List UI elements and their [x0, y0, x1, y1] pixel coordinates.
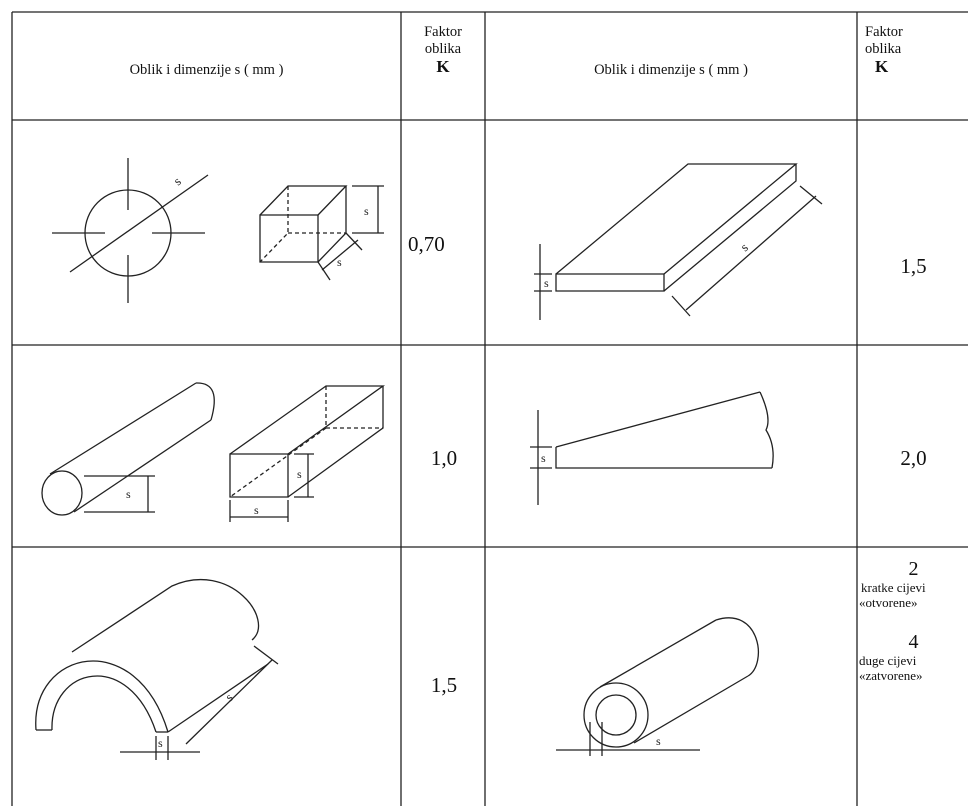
dim-label-s: s — [541, 451, 546, 465]
note-closed: «zatvorene» — [859, 667, 923, 683]
factor-value: 1,5 — [430, 673, 458, 697]
factor-value: 0,70 — [408, 232, 445, 256]
dim-label-s: s — [544, 276, 549, 290]
dim-label-s: s — [126, 487, 131, 501]
factor-value: 1,5 — [900, 254, 927, 278]
header-factor-symbol: K — [436, 57, 450, 77]
header-factor-symbol: K — [875, 57, 889, 77]
note-open: «otvorene» — [859, 594, 918, 610]
half-pipe-drawing: s s — [35, 579, 279, 760]
circle-section-drawing: s — [52, 158, 209, 303]
dim-label-s: s — [737, 240, 751, 255]
tube-drawing: s — [556, 617, 760, 756]
factor-value-short-tubes: 2 — [908, 558, 919, 580]
tube-factor-block: 2 kratke cijevi «otvorene» 4 duge cijevi… — [859, 558, 968, 684]
plate-drawing: s s — [534, 163, 823, 320]
dim-label-s: s — [297, 467, 302, 481]
header-factor-line1: Faktor — [424, 24, 462, 40]
dim-label-s: s — [656, 734, 661, 748]
cube-drawing: s s — [259, 185, 384, 281]
dim-label-s: s — [337, 255, 342, 269]
factor-value: 1,0 — [430, 446, 458, 470]
factor-value: 2,0 — [900, 446, 927, 470]
header-shape-factor-left: Faktor oblika K — [403, 24, 483, 77]
note-short-tubes: kratke cijevi — [861, 580, 926, 595]
wedge-drawing: s — [530, 391, 774, 505]
header-factor-line2: oblika — [424, 40, 462, 57]
header-shape-dimensions-left: Oblik i dimenzije s ( mm ) — [129, 62, 284, 78]
header-factor-line2: oblika — [865, 40, 902, 57]
header-shape-factor-right: Faktor oblika K — [859, 24, 943, 77]
dim-label-s: s — [254, 503, 259, 517]
dim-label-s: s — [364, 204, 369, 218]
dim-label-s: s — [170, 174, 184, 189]
header-factor-line1: Faktor — [865, 24, 903, 40]
dim-label-s: s — [158, 736, 163, 750]
factor-value-long-tubes: 4 — [908, 630, 919, 653]
cylinder-drawing: s — [41, 382, 215, 516]
square-bar-drawing: s s — [229, 385, 386, 522]
note-long-tubes: duge cijevi — [859, 652, 917, 668]
header-shape-dimensions-right: Oblik i dimenzije s ( mm ) — [594, 62, 748, 78]
